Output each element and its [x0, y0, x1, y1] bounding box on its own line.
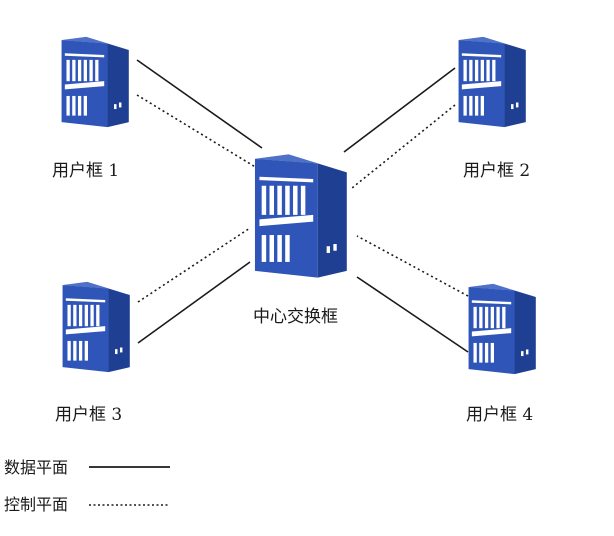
node-u1-label: 用户框 1 — [52, 161, 119, 181]
node-u4-label: 用户框 4 — [466, 405, 533, 425]
link-u4-data — [356, 276, 469, 353]
node-u3: 用户框 3 — [55, 281, 130, 425]
link-u1-data — [136, 59, 263, 149]
link-u1-control — [136, 94, 258, 169]
server-rack-icon — [468, 283, 536, 375]
node-u3-label: 用户框 3 — [55, 405, 122, 425]
server-rack-icon — [62, 281, 130, 373]
node-u1: 用户框 1 — [52, 36, 129, 181]
node-u4: 用户框 4 — [466, 283, 536, 425]
center-node-label: 中心交换框 — [253, 307, 338, 327]
node-center: 中心交换框 — [253, 154, 347, 327]
legend-data-plane-label: 数据平面 — [4, 458, 68, 477]
legend-control-plane-label: 控制平面 — [4, 495, 68, 514]
server-rack-icon — [458, 36, 526, 128]
server-rack-icon — [61, 36, 129, 128]
link-u2-data — [343, 67, 456, 153]
link-u2-control — [351, 104, 456, 189]
server-rack-icon — [254, 154, 347, 278]
link-u3-data — [137, 261, 251, 344]
link-u4-control — [356, 235, 469, 297]
node-u2: 用户框 2 — [458, 36, 530, 181]
link-u3-control — [137, 227, 251, 303]
node-u2-label: 用户框 2 — [463, 161, 530, 181]
legend: 数据平面 控制平面 — [4, 458, 170, 514]
links-group — [136, 59, 469, 353]
